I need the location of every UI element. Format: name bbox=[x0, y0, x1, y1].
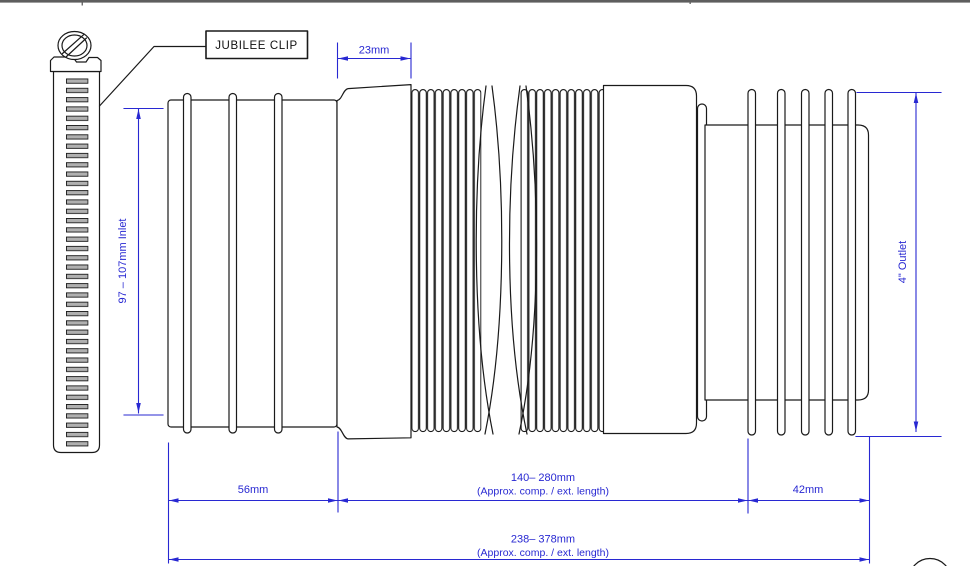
dim-collar-width-text: 23mm bbox=[359, 45, 390, 57]
break-symbol-curve bbox=[475, 85, 494, 435]
outlet-body bbox=[704, 124, 870, 401]
leader-line bbox=[98, 45, 207, 107]
top-border bbox=[0, 0, 970, 6]
dim-outlet-size-text: 4" Outlet bbox=[897, 241, 909, 283]
dim-inlet-length-text: 56mm bbox=[238, 484, 269, 496]
top-border-tick bbox=[81, 0, 83, 6]
arrow-down-icon bbox=[913, 421, 919, 432]
flex-corrugation-right bbox=[520, 89, 604, 433]
outlet-collar bbox=[602, 84, 698, 435]
callout-box bbox=[205, 30, 309, 60]
dim-outlet-length-text: 42mm bbox=[793, 484, 824, 496]
dim-overall-length-note: (Approx. comp. / ext. length) bbox=[477, 547, 609, 559]
arrow-left-icon bbox=[748, 498, 758, 503]
inlet-body bbox=[167, 99, 338, 428]
break-symbol-curve bbox=[484, 85, 503, 435]
line-art-layer bbox=[49, 30, 947, 566]
arrow-left-icon bbox=[338, 56, 348, 61]
inlet-rib bbox=[182, 92, 192, 434]
jubilee-clip-slots bbox=[66, 78, 89, 448]
arrow-left-icon bbox=[169, 557, 179, 562]
arrow-up-icon bbox=[136, 109, 141, 119]
arrow-left-icon bbox=[338, 498, 348, 503]
top-border-bar bbox=[0, 0, 970, 3]
outlet-fin bbox=[847, 88, 857, 436]
outlet-fin bbox=[800, 88, 810, 436]
dim-inlet-bore-text: 97 – 107mm Inlet bbox=[117, 219, 129, 304]
dim-23mm-lines bbox=[336, 42, 412, 79]
dim-extension-lines bbox=[167, 431, 871, 564]
arrow-right-icon bbox=[328, 498, 338, 503]
dimension-text-layer: 23mm 97 – 107mm Inlet 4" Outlet 56mm 140… bbox=[117, 45, 909, 560]
dim-outlet-lines bbox=[855, 91, 942, 438]
dimension-arrows-layer bbox=[136, 56, 919, 562]
arrow-left-icon bbox=[169, 498, 179, 503]
inlet-collar bbox=[336, 84, 412, 440]
dim-flex-length-text: 140– 280mm bbox=[511, 472, 575, 484]
arrow-down-icon bbox=[136, 403, 141, 413]
dim-inlet-lines bbox=[123, 107, 164, 416]
flex-corrugation-left bbox=[411, 89, 482, 433]
corner-circle bbox=[913, 557, 947, 566]
outlet-fin bbox=[776, 88, 786, 436]
outlet-fin bbox=[747, 88, 757, 436]
jubilee-clip-screw-inner bbox=[61, 34, 88, 57]
jubilee-clip-screw-slot bbox=[61, 34, 88, 58]
top-border-tick bbox=[689, 0, 691, 4]
inlet-rib bbox=[273, 92, 283, 434]
arrow-right-icon bbox=[738, 498, 748, 503]
break-symbol-curve bbox=[518, 85, 538, 435]
dim-overall-length-text: 238– 378mm bbox=[511, 534, 575, 546]
dim-flex-length-note: (Approx. comp. / ext. length) bbox=[477, 486, 609, 498]
inlet-rib bbox=[228, 92, 238, 434]
outlet-fin bbox=[824, 88, 834, 436]
arrow-right-icon bbox=[400, 56, 411, 61]
jubilee-clip-housing bbox=[49, 56, 102, 73]
jubilee-clip-label: JUBILEE CLIP bbox=[215, 40, 298, 52]
arrow-up-icon bbox=[913, 93, 919, 103]
arrow-right-icon bbox=[859, 498, 869, 503]
break-symbol-curve bbox=[508, 85, 528, 435]
arrow-right-icon bbox=[859, 557, 869, 562]
